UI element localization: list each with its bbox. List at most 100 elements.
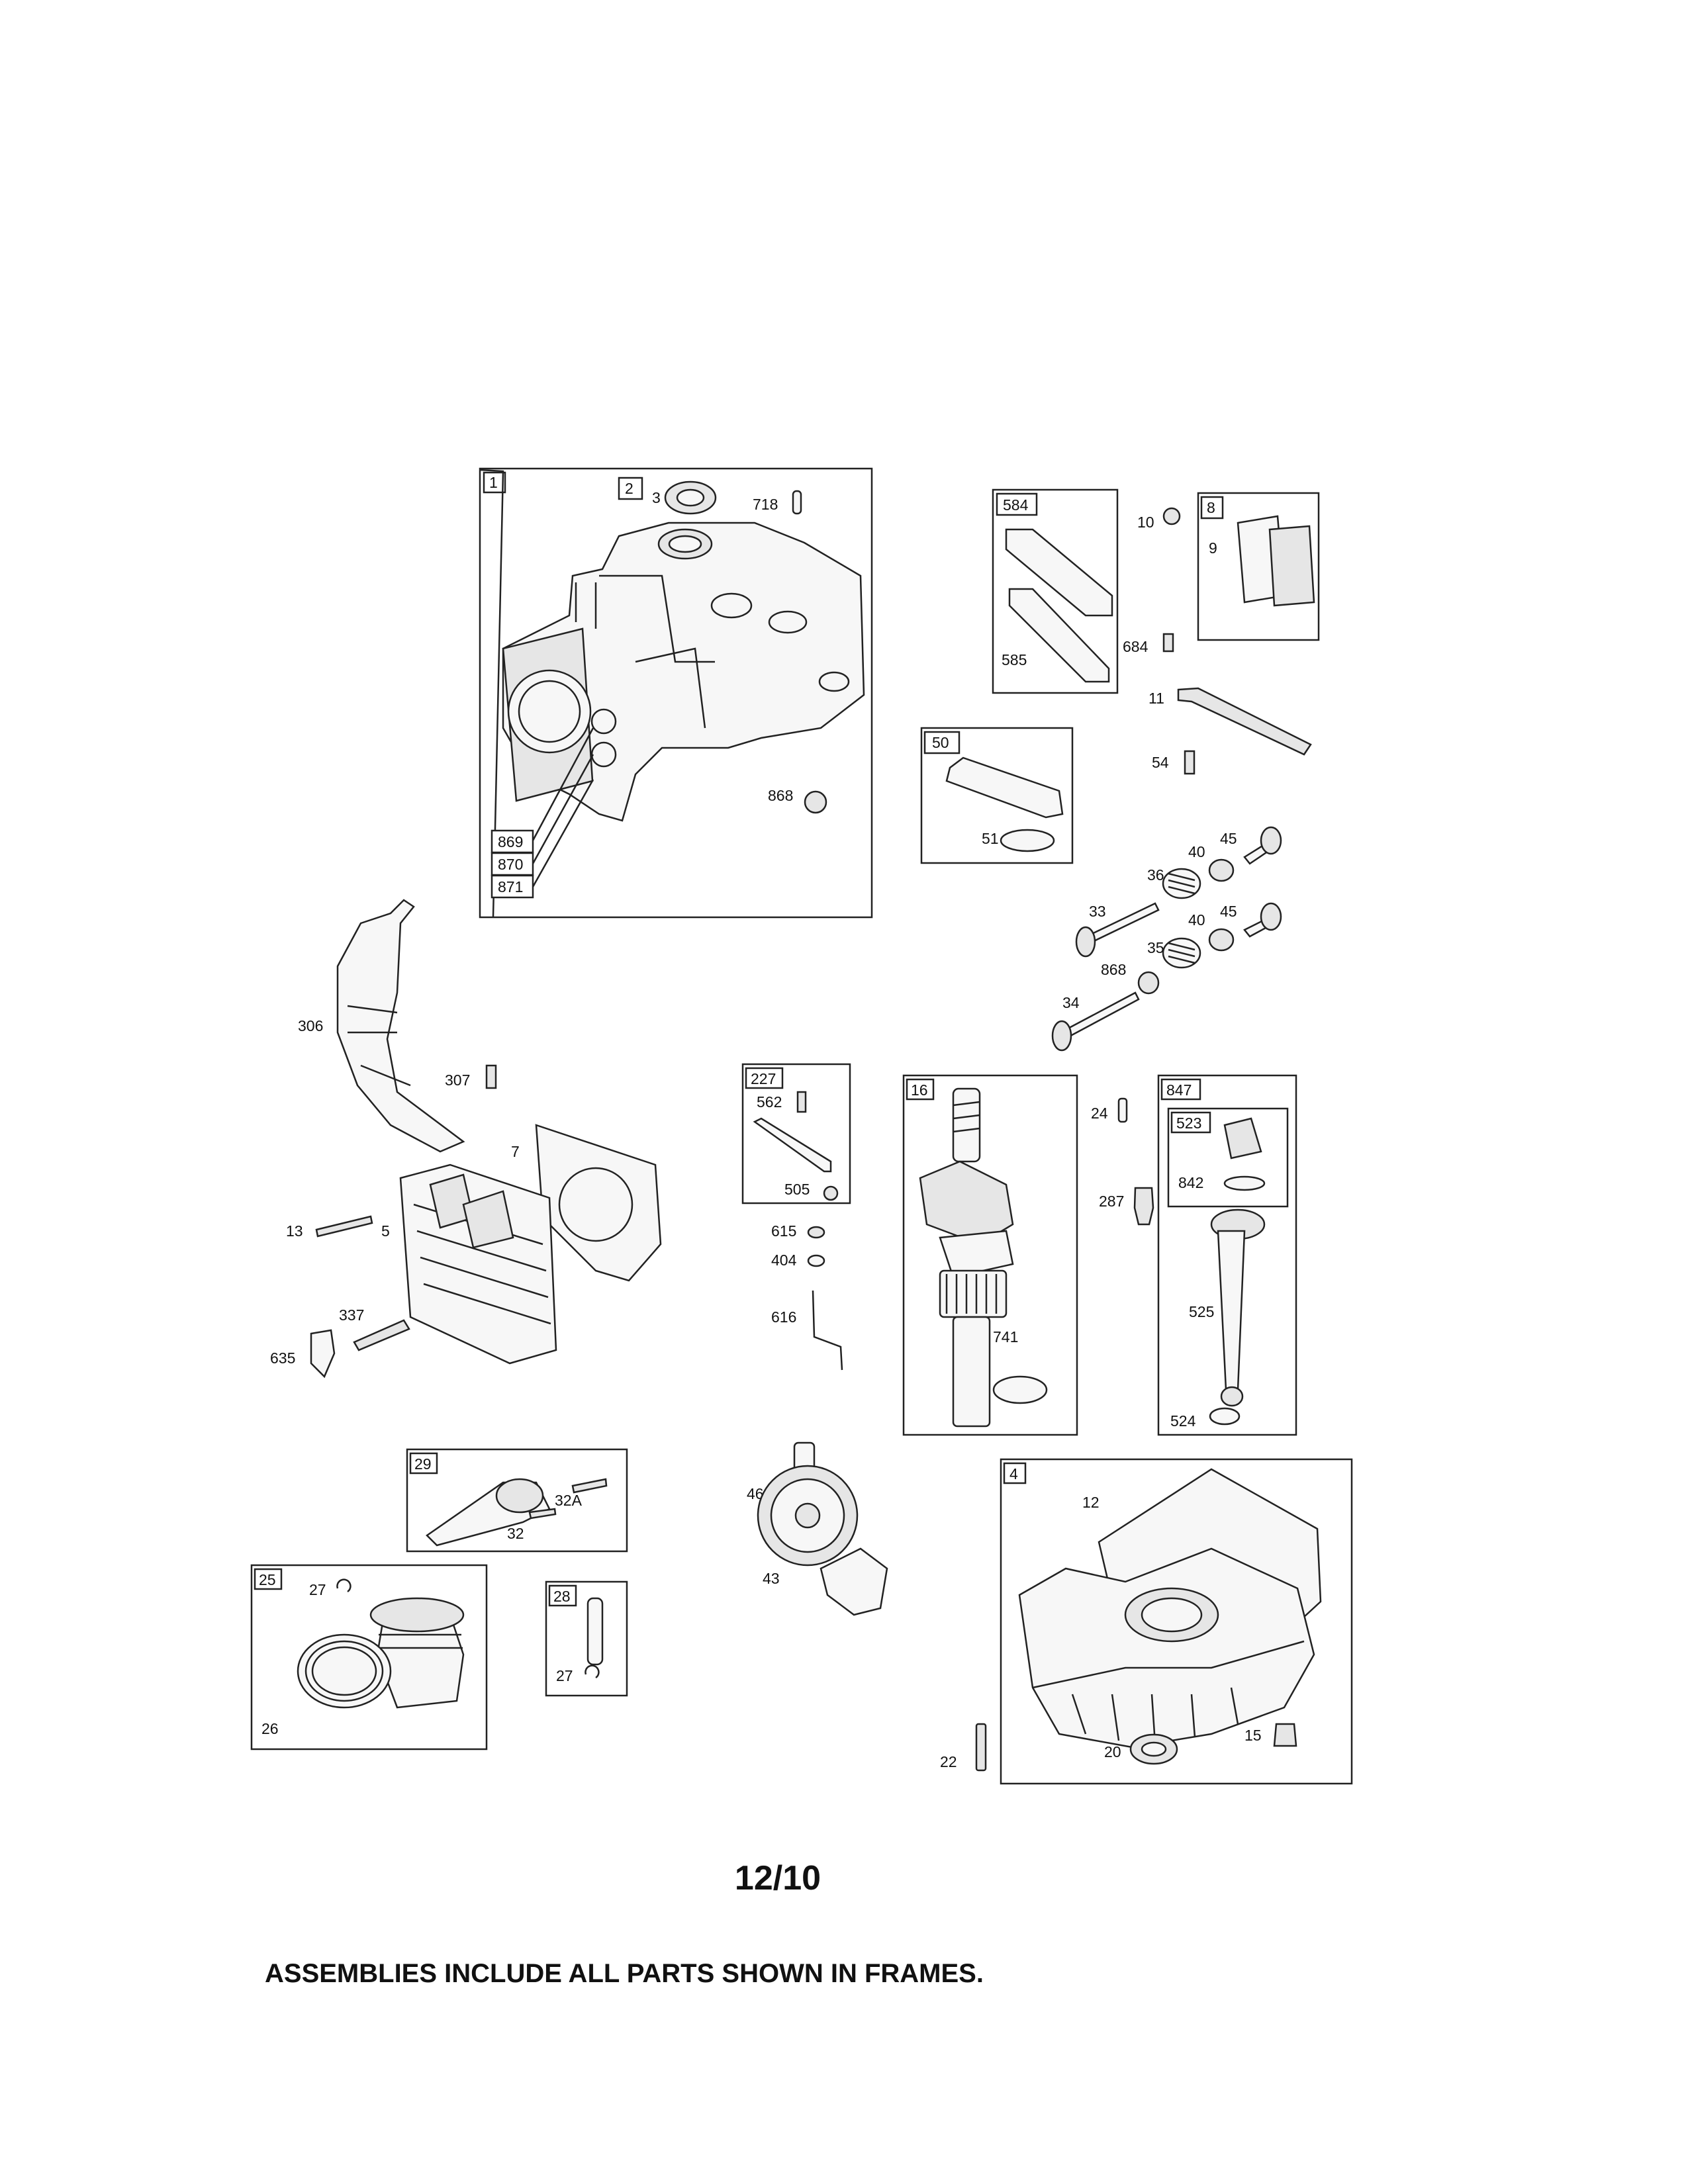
- part-871-label: 871: [498, 878, 523, 895]
- part-741-label: 741: [993, 1328, 1018, 1345]
- assembly-1-label: 1: [489, 474, 498, 491]
- tappet-icon: [1260, 826, 1282, 855]
- part-307-label: 307: [445, 1071, 470, 1089]
- screw-icon: [485, 1064, 497, 1089]
- part-718-label: 718: [753, 496, 778, 513]
- cylinder-head-icon: [399, 1163, 557, 1365]
- assembly-28-wrist-pin: 28 27: [545, 1580, 628, 1697]
- assembly-4-sump: 4 12 20 15: [1000, 1458, 1353, 1785]
- seal-ring-icon: [1209, 1407, 1241, 1426]
- retainer-icon: [1208, 928, 1235, 952]
- seal-icon: [1137, 971, 1160, 995]
- assembly-8-breather: 8 9: [1197, 492, 1320, 641]
- assembly-2-label: 2: [625, 480, 633, 497]
- part-13-label: 13: [286, 1222, 303, 1240]
- part-7-label: 7: [511, 1143, 520, 1160]
- part-40-label: 40: [1188, 843, 1205, 860]
- part-306-label: 306: [298, 1017, 323, 1034]
- part-15-label: 15: [1244, 1727, 1262, 1744]
- part-684-label: 684: [1123, 638, 1149, 655]
- part-32A-label: 32A: [555, 1492, 583, 1509]
- breather-cover-icon: [1268, 525, 1315, 607]
- part-868-label: 868: [768, 787, 793, 804]
- screw-icon: [1162, 507, 1181, 525]
- page-number: 12/10: [734, 1859, 821, 1897]
- wrist-pin-icon: [586, 1597, 604, 1666]
- tappet-icon: [1260, 902, 1282, 931]
- part-404-label: 404: [771, 1251, 797, 1269]
- crankcase-sump-icon: [1018, 1547, 1315, 1749]
- cylinder-block-icon: [502, 522, 865, 822]
- part-524-label: 524: [1170, 1412, 1196, 1430]
- part-3-label: 3: [652, 489, 661, 506]
- bolt-icon: [1184, 750, 1196, 775]
- plug-icon: [1273, 1723, 1297, 1747]
- screw-icon: [796, 1091, 807, 1113]
- governor-lever-icon: [753, 1117, 832, 1173]
- part-585-label: 585: [1002, 651, 1027, 668]
- dowel-pin-icon: [792, 490, 802, 515]
- part-10-label: 10: [1137, 514, 1154, 531]
- assembly-29-connecting-rod: 29 32A 32: [406, 1448, 628, 1553]
- part-870-label: 870: [498, 856, 523, 873]
- part-868b-label: 868: [1101, 961, 1126, 978]
- dipstick-icon: [1223, 1117, 1262, 1160]
- assembly-25-label: 25: [259, 1571, 276, 1588]
- governor-shaft-icon: [812, 1290, 843, 1371]
- part-45b-label: 45: [1220, 903, 1237, 920]
- part-9-label: 9: [1209, 539, 1217, 557]
- assembly-16-label: 16: [911, 1081, 928, 1099]
- part-35-label: 35: [1147, 939, 1164, 956]
- assembly-4-label: 4: [1009, 1465, 1018, 1482]
- part-40b-label: 40: [1188, 911, 1205, 929]
- valve-icon: [1075, 926, 1096, 958]
- valve-icon: [1051, 1020, 1072, 1052]
- sump-bolt-icon: [975, 1723, 987, 1772]
- clip-icon: [807, 1226, 825, 1239]
- o-ring-icon: [1223, 1175, 1266, 1191]
- assembly-50-intake: 50 51: [920, 727, 1074, 864]
- assembly-16-crankshaft: 16 741: [902, 1074, 1078, 1436]
- assembly-1-cylinder-block: 1 2 3 718 868 869: [479, 467, 873, 919]
- part-32-label: 32: [507, 1525, 524, 1542]
- dipstick-tube-icon: [1217, 1230, 1246, 1391]
- rod-bolt-icon: [528, 1508, 557, 1520]
- part-615-label: 615: [771, 1222, 796, 1240]
- part-22-label: 22: [940, 1753, 957, 1770]
- assembly-25-piston: 25 27 26: [250, 1564, 488, 1751]
- part-505-label: 505: [784, 1181, 810, 1198]
- part-842-label: 842: [1178, 1174, 1203, 1191]
- part-26-label: 26: [261, 1720, 279, 1737]
- part-33-label: 33: [1089, 903, 1106, 920]
- part-562-label: 562: [757, 1093, 782, 1111]
- assembly-584-label: 584: [1003, 496, 1029, 514]
- valve-train: 40 45 36 33 40 45 35 868 34: [1051, 826, 1282, 1052]
- o-ring-icon: [992, 1375, 1048, 1404]
- assembly-28-label: 28: [553, 1588, 571, 1605]
- part-36-label: 36: [1147, 866, 1164, 884]
- assembly-8-label: 8: [1207, 499, 1215, 516]
- rod-bolt-icon: [571, 1478, 608, 1494]
- part-51-label: 51: [982, 830, 999, 847]
- part-869-label: 869: [498, 833, 523, 850]
- bolt-icon: [1162, 633, 1174, 653]
- nut-icon: [823, 1185, 839, 1201]
- spark-plug-icon: [353, 1319, 410, 1351]
- cylinder-shroud-icon: [336, 899, 465, 1153]
- assembly-227-label: 227: [751, 1070, 776, 1087]
- compression-release-icon: [820, 1547, 888, 1616]
- part-45-label: 45: [1220, 830, 1237, 847]
- spark-plug-boot-icon: [310, 1329, 336, 1379]
- plug-icon: [804, 790, 827, 814]
- part-20-label: 20: [1104, 1743, 1121, 1760]
- dowel-pin-icon: [1117, 1097, 1128, 1123]
- part-525-label: 525: [1189, 1303, 1214, 1320]
- part-12-label: 12: [1082, 1494, 1100, 1511]
- part-27-label: 27: [309, 1581, 326, 1598]
- head-bolt-icon: [315, 1215, 373, 1238]
- retainer-icon: [1208, 858, 1235, 882]
- part-11-label: 11: [1149, 690, 1164, 707]
- part-337-label: 337: [339, 1306, 364, 1324]
- assembly-584-gaskets: 584 585: [992, 488, 1119, 694]
- part-54-label: 54: [1152, 754, 1169, 771]
